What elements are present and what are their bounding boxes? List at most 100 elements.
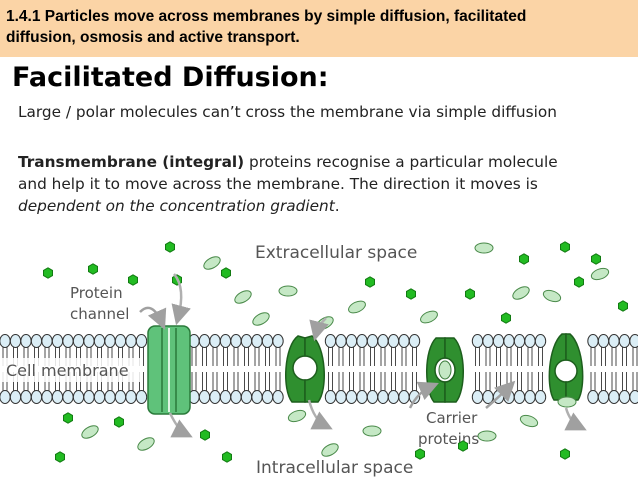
lipid-head <box>72 334 85 348</box>
lipid-head <box>345 390 358 404</box>
lipid-head <box>366 390 379 404</box>
channel-entry-arrow <box>171 273 191 326</box>
lipid-head <box>261 390 274 404</box>
diffusing-molecule-hexagon <box>88 263 98 275</box>
lipid-head <box>608 390 620 404</box>
carrier-proteins-arrow-right <box>485 380 516 409</box>
membrane-diagram: Extracellular space Intracellular space … <box>0 241 638 478</box>
diffusing-molecule-oval <box>420 310 438 324</box>
lipid-head <box>471 334 484 348</box>
lipid-head <box>135 390 148 404</box>
lipid-head <box>503 390 515 404</box>
phospholipid <box>503 334 515 404</box>
phospholipid <box>135 334 148 404</box>
bound-molecule <box>438 360 452 380</box>
diffusing-molecule-hexagon <box>618 300 628 312</box>
phospholipid <box>524 334 536 404</box>
phospholipid <box>261 334 274 404</box>
lipid-head <box>240 334 253 348</box>
para2-bold-term: Transmembrane (integral) <box>18 153 245 171</box>
phospholipid <box>608 334 620 404</box>
lipid-head <box>219 334 232 348</box>
phospholipid <box>587 334 599 404</box>
lipid-head <box>513 334 526 348</box>
phospholipid <box>398 334 410 404</box>
carrier-binding-site <box>295 358 315 378</box>
lipid-head <box>324 390 337 404</box>
lipid-head <box>135 334 148 348</box>
diffusing-molecule-hexagon <box>574 276 584 288</box>
protein-channel <box>147 325 191 415</box>
lipid-head <box>93 390 106 404</box>
phospholipid <box>408 334 421 404</box>
protein-channel-arrow <box>139 306 167 330</box>
phospholipid <box>251 334 263 404</box>
phospholipid <box>387 334 400 404</box>
para2-line-1-rest: proteins recognise a particular molecule <box>244 153 558 171</box>
diffusing-molecule-oval <box>474 242 494 254</box>
diffusing-molecule-oval <box>81 425 99 439</box>
phospholipid <box>513 334 526 404</box>
diffusing-molecule-hexagon <box>365 276 375 288</box>
phospholipid <box>629 334 638 404</box>
carrier-half <box>285 335 306 403</box>
diffusing-molecule-oval <box>362 425 382 437</box>
lipid-head <box>597 334 610 348</box>
header-band <box>0 0 638 57</box>
lipid-head <box>240 390 253 404</box>
diffusing-molecule-hexagon <box>114 416 124 428</box>
lipid-head <box>30 334 43 348</box>
lipid-head <box>209 390 221 404</box>
paragraph-transmembrane: Transmembrane (integral) proteins recogn… <box>18 151 628 217</box>
lipid-head <box>62 334 74 348</box>
phospholipid <box>272 334 284 404</box>
lipid-head <box>513 390 526 404</box>
para2-line-2: and help it to move across the membrane.… <box>18 175 538 193</box>
lipid-head <box>251 334 263 348</box>
lipid-head <box>219 390 232 404</box>
lipid-head <box>587 390 599 404</box>
lipid-head <box>335 390 347 404</box>
lipid-head <box>261 334 274 348</box>
lipid-head <box>534 334 547 348</box>
diffusing-molecule-oval <box>512 286 530 300</box>
diffusing-molecule-oval <box>557 396 577 408</box>
diffusing-molecule-oval <box>137 437 155 451</box>
diffusing-molecule-oval <box>477 430 497 442</box>
carrier-proteins-label-line-1: Carrier <box>426 409 478 427</box>
diffusing-molecule-hexagon <box>519 253 529 265</box>
carrier-protein <box>426 337 464 403</box>
lipid-head <box>618 390 631 404</box>
phospholipid <box>377 334 389 404</box>
lipid-head <box>272 334 284 348</box>
carrier-half <box>565 333 584 401</box>
lipid-bilayer <box>0 334 638 404</box>
lipid-head <box>356 334 368 348</box>
diffusing-molecule-oval <box>278 285 298 297</box>
lipid-head <box>83 334 95 348</box>
para2-italic-phrase: dependent on the concentration gradient <box>18 197 335 215</box>
carrier-binding-site <box>557 362 575 380</box>
diffusing-molecule-hexagon <box>406 288 416 300</box>
slide-title: Facilitated Diffusion: <box>12 62 329 93</box>
lipid-head <box>125 390 137 404</box>
extracellular-space-label: Extracellular space <box>255 243 417 263</box>
lipid-head <box>114 390 127 404</box>
slide-header: 1.4.1 Particles move across membranes by… <box>6 6 626 48</box>
lipid-head <box>41 390 53 404</box>
para2-line-3: dependent on the concentration gradient. <box>18 195 628 217</box>
diffusing-molecule-oval <box>590 267 610 281</box>
protein-channel-label-line-1: Protein <box>70 284 123 302</box>
lipid-head <box>366 334 379 348</box>
channel-exit-arrow <box>168 412 193 438</box>
diffusing-molecule-oval <box>203 256 221 270</box>
phospholipid <box>324 334 337 404</box>
para2-line-1: Transmembrane (integral) proteins recogn… <box>18 151 628 173</box>
carrier-proteins-label-line-2: proteins <box>418 430 479 448</box>
para2-line-3-end: . <box>334 197 340 215</box>
lipid-head <box>345 334 358 348</box>
diffusing-molecule-hexagon <box>415 448 425 460</box>
lipid-head <box>198 334 211 348</box>
carrier-half <box>444 337 464 403</box>
lipid-head <box>114 334 127 348</box>
